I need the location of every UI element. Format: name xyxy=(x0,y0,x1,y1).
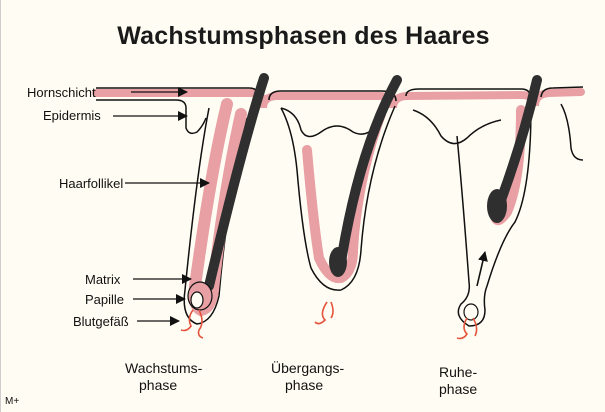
label-hornschicht: Hornschicht xyxy=(27,85,96,100)
papille-1 xyxy=(191,292,203,308)
phase-label-transition-line2: phase xyxy=(271,377,344,394)
epidermis-outline xyxy=(96,100,583,160)
phase-label-resting-line1: Ruhe- xyxy=(439,364,477,381)
regrowth-arrow xyxy=(477,252,485,286)
label-epidermis: Epidermis xyxy=(43,108,101,123)
phase-label-resting-line2: phase xyxy=(439,381,477,398)
label-papille: Papille xyxy=(85,292,124,307)
follicle-2-club xyxy=(329,247,347,277)
label-matrix: Matrix xyxy=(85,272,120,287)
phase-label-resting: Ruhe- phase xyxy=(439,364,477,398)
phase-label-transition: Übergangs- phase xyxy=(271,360,344,394)
blood-vessel-2 xyxy=(315,302,333,324)
label-haarfollikel: Haarfollikel xyxy=(59,176,123,191)
phase-label-transition-line1: Übergangs- xyxy=(271,360,344,377)
follicle-1-hair xyxy=(209,78,264,286)
papille-3 xyxy=(464,304,478,320)
blood-vessel-3 xyxy=(457,318,477,339)
phase-label-growth: Wachstums- phase xyxy=(125,360,202,394)
corner-mark: M+ xyxy=(5,396,19,407)
label-blutgefaess: Blutgefäß xyxy=(73,314,129,329)
follicle-3-club xyxy=(487,189,507,223)
phase-label-growth-line2: phase xyxy=(125,377,202,394)
follicle-1-sheath xyxy=(195,104,241,310)
phase-label-growth-line1: Wachstums- xyxy=(125,360,202,377)
